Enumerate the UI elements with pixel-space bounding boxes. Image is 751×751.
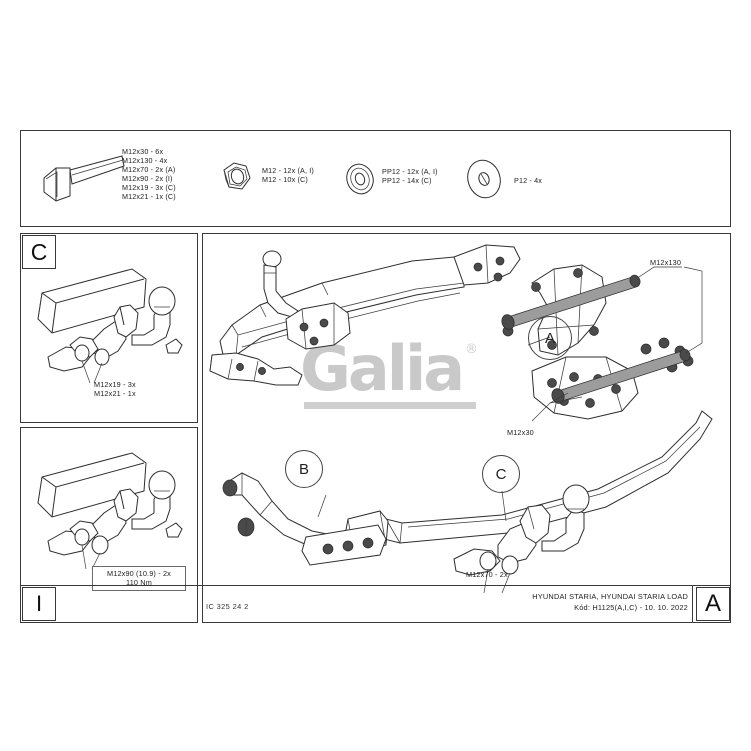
title-block-text: HYUNDAI STARIA, HYUNDAI STARIA LOAD Kód:… <box>460 592 688 613</box>
panel-c-letter: C <box>22 235 56 269</box>
panel-i-letter: I <box>22 587 56 621</box>
spring-washer-icon <box>346 163 374 195</box>
balloon-a: A <box>528 316 572 360</box>
legend-line: M12x130 - 4x <box>122 156 168 166</box>
main-assembly-illustration <box>209 244 713 594</box>
watermark-text: Galia <box>300 332 465 405</box>
legend-line: M12x19 - 3x (C) <box>122 183 176 193</box>
panel-i-callout: M12x90 (10.9) - 2x 110 Nm <box>92 566 186 591</box>
legend-line: PP12 - 12x (A, I) <box>382 167 438 176</box>
callout-m12x30: M12x30 <box>507 428 534 437</box>
drawing-number: IC 325 24 2 <box>206 602 249 611</box>
callout-line: M12x21 - 1x <box>94 389 136 399</box>
hex-nut-icon <box>223 162 251 190</box>
code-line: Kód: H1125(A,I,C) - 10. 10. 2022 <box>574 602 688 612</box>
balloon-b: B <box>285 450 323 488</box>
galia-watermark: Galia ® <box>300 338 480 420</box>
legend-line: M12x70 - 2x (A) <box>122 165 176 175</box>
legend-line: M12 - 12x (A, I) <box>262 166 314 175</box>
revision-letter: A <box>696 587 730 621</box>
flat-washer-icon <box>467 159 501 199</box>
legend-line: PP12 - 14x (C) <box>382 176 432 186</box>
legend-line: M12 - 10x (C) <box>262 175 308 185</box>
main-assembly-box <box>202 233 731 623</box>
legend-spring-washer-lines: PP12 - 12x (A, I) PP12 - 14x (C) <box>382 167 438 185</box>
balloon-c: C <box>482 455 520 493</box>
legend-line: M12x21 - 1x (C) <box>122 192 176 202</box>
panel-c-box <box>20 233 198 423</box>
callout-line: 110 Nm <box>126 578 152 588</box>
callout-line: M12x19 - 3x <box>94 380 136 389</box>
registered-trademark-icon: ® <box>465 342 478 357</box>
panel-c-callout: M12x19 - 3x M12x21 - 1x <box>94 380 136 399</box>
vehicle-title: HYUNDAI STARIA, HYUNDAI STARIA LOAD <box>532 592 688 601</box>
legend-nut-lines: M12 - 12x (A, I) M12 - 10x (C) <box>262 166 314 184</box>
legend-flat-washer-lines: P12 - 4x <box>514 176 542 185</box>
revision-divider <box>692 585 694 623</box>
panel-i-box <box>20 427 198 623</box>
watermark-bar <box>304 402 476 409</box>
legend-line: M12x90 - 2x (I) <box>122 174 173 184</box>
hex-bolt-icon <box>43 155 125 202</box>
bolt-m12x130-upper <box>501 274 641 330</box>
panel-i-illustration <box>37 452 183 570</box>
legend-line: M12x30 - 6x <box>122 147 164 156</box>
callout-line: M12x90 (10.9) - 2x <box>107 569 171 578</box>
title-block-divider <box>20 585 731 587</box>
panel-c-illustration <box>37 268 183 384</box>
legend-bolt-lines: M12x30 - 6x M12x130 - 4x M12x70 - 2x (A)… <box>122 147 176 202</box>
legend-line: P12 - 4x <box>514 176 542 185</box>
callout-m12x70: M12x70 - 2x <box>466 570 508 579</box>
parts-legend-box <box>20 130 731 227</box>
callout-m12x130: M12x130 <box>650 258 682 267</box>
